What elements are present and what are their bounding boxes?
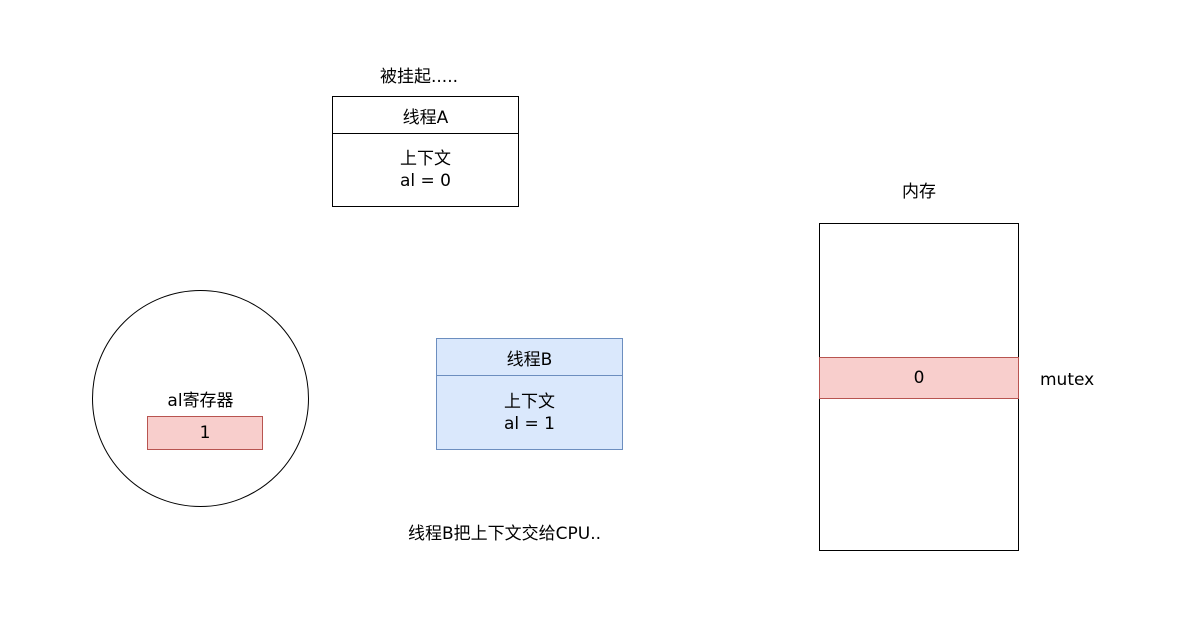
register-value: 1 xyxy=(147,416,263,450)
mutex-label: mutex xyxy=(1040,370,1095,390)
cpu-register-circle xyxy=(92,290,309,507)
thread-a-context: 上下文 al = 0 xyxy=(333,134,518,206)
thread-b-caption: 线程B把上下文交给CPU.. xyxy=(408,524,602,544)
thread-a-title: 线程A xyxy=(333,97,518,134)
thread-a-box: 线程A 上下文 al = 0 xyxy=(332,96,519,207)
thread-b-box: 线程B 上下文 al = 1 xyxy=(436,338,623,450)
thread-b-context-value: al = 1 xyxy=(503,413,555,434)
memory-mutex-cell: 0 xyxy=(819,357,1019,399)
register-label: al寄存器 xyxy=(167,391,234,411)
thread-a-context-value: al = 0 xyxy=(399,171,451,191)
thread-b-title: 线程B xyxy=(437,339,622,376)
thread-a-context-label: 上下文 xyxy=(400,149,451,169)
thread-b-context-label: 上下文 xyxy=(504,391,555,412)
thread-b-context: 上下文 al = 1 xyxy=(437,376,622,449)
memory-title: 内存 xyxy=(902,182,936,202)
thread-a-status: 被挂起..... xyxy=(380,67,459,87)
